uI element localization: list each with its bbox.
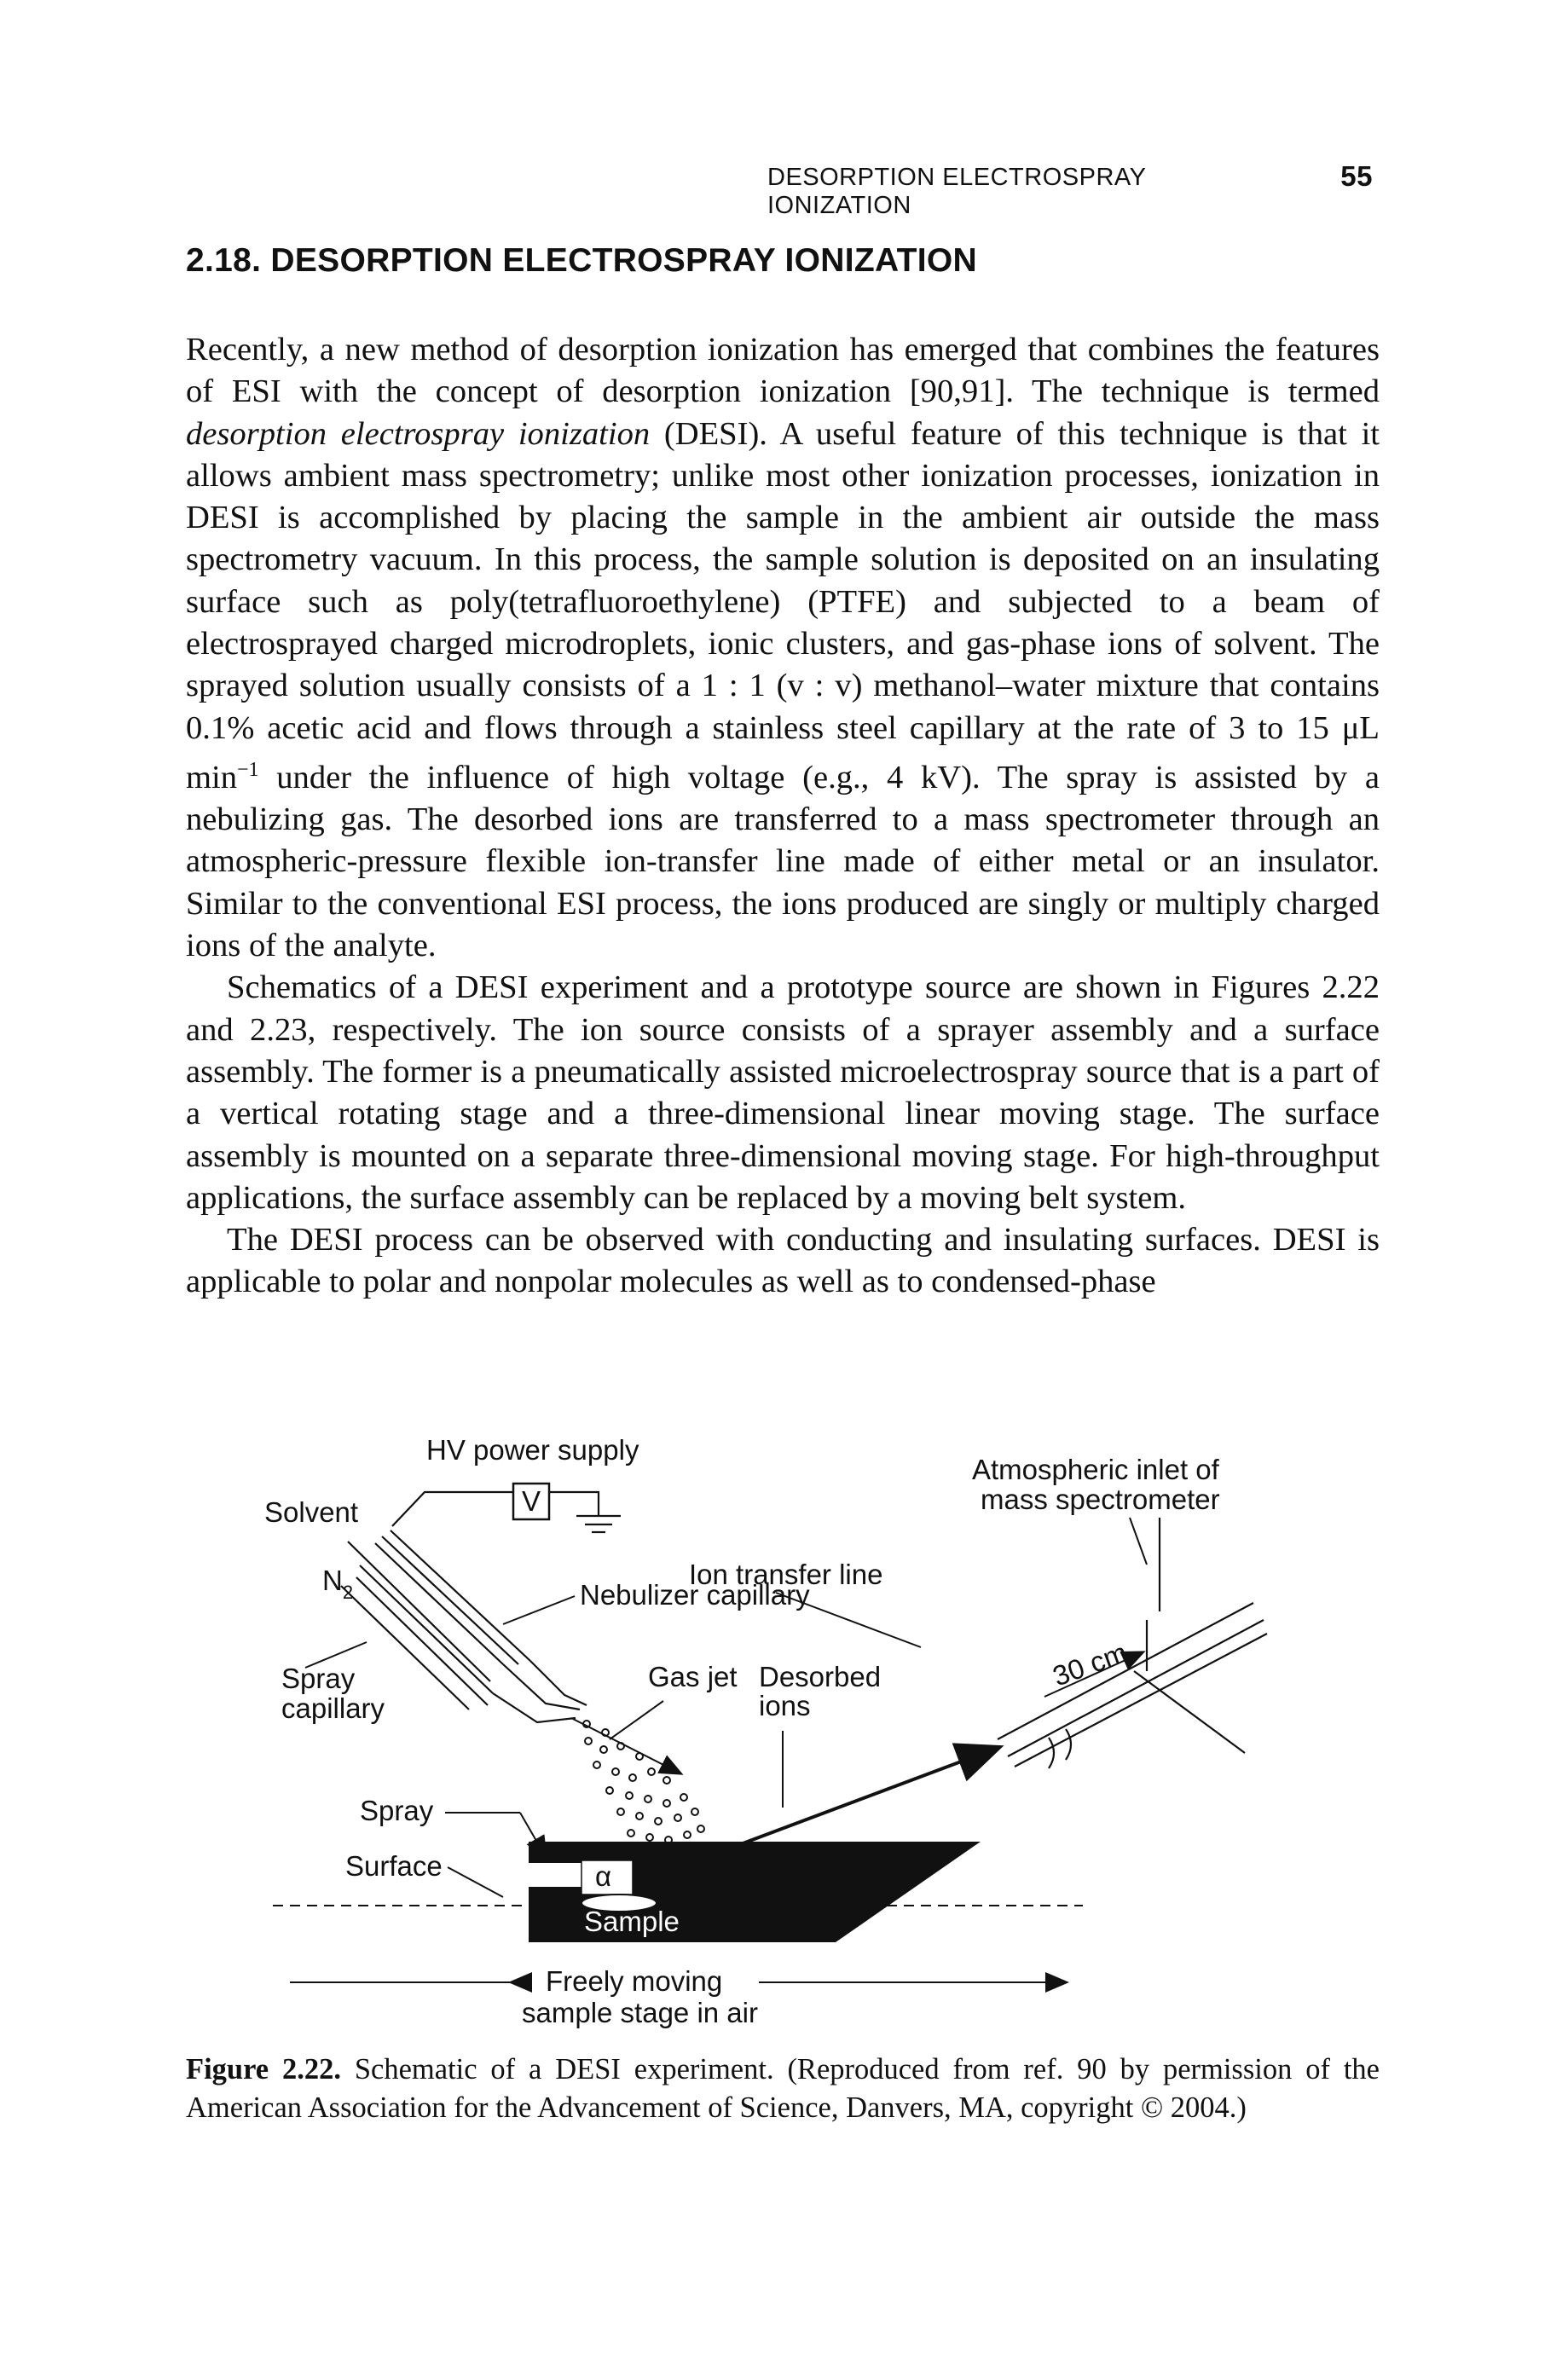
paragraph-1-text-b: (DESI). A useful feature of this techniq… (186, 415, 1380, 795)
surface-pointer (447, 1866, 504, 1898)
capillary-lower-1 (356, 1576, 489, 1706)
nebulizer-capillary-label: Nebulizer capillary (580, 1579, 810, 1611)
paragraph-1-text-c: under the influence of high voltage (e.g… (186, 759, 1380, 964)
alpha-box (581, 1860, 634, 1895)
caption-label: Figure 2.22. (186, 2053, 341, 2085)
page-number: 55 (1340, 160, 1373, 192)
alpha-label: α (595, 1860, 611, 1892)
solvent-inlet-line (347, 1541, 491, 1682)
supply-lead-right (549, 1490, 600, 1516)
paragraph-2: Schematics of a DESI experiment and a pr… (186, 969, 1380, 1216)
figure-caption: Figure 2.22. Schematic of a DESI experim… (186, 2051, 1380, 2127)
sample-spot (581, 1894, 657, 1912)
gas-jet-pointer (609, 1700, 664, 1740)
sample-surface (529, 1842, 981, 1942)
stage-label-line1: Freely moving (546, 1965, 722, 1997)
surface-label: Surface (345, 1850, 443, 1882)
transfer-tube-bottom (1007, 1619, 1264, 1757)
voltage-label: V (522, 1485, 541, 1517)
paragraph-1-italic-term: desorption electrospray ionization (186, 415, 651, 452)
capillary-inner-1 (381, 1536, 519, 1665)
paragraph-1-text-a: Recently, a new method of desorption ion… (186, 332, 1380, 410)
nebulizer-pointer (502, 1595, 576, 1625)
transfer-tube-lower (1014, 1633, 1268, 1767)
supply-lead-left (391, 1490, 513, 1527)
ion-transfer-line-label: Ion transfer line (689, 1559, 882, 1590)
distance-label: 30 cm (1049, 1636, 1131, 1692)
tube-break-2 (1065, 1728, 1073, 1761)
desi-schematic-diagram: HV power supply V Solvent N2 Neb (264, 1434, 1268, 2028)
running-head-title: DESORPTION ELECTROSPRAY IONIZATION (767, 164, 1146, 219)
desorbed-ions-label-line2: ions (759, 1690, 811, 1721)
figure-desi-schematic: HV power supply V Solvent N2 Neb (247, 1415, 1322, 2046)
desorbed-ions-label-line1: Desorbed (759, 1661, 881, 1692)
nozzle-bottom (492, 1692, 576, 1724)
ion-transfer-pointer (775, 1592, 922, 1648)
solvent-label: Solvent (264, 1496, 358, 1528)
spray-capillary-label-line1: Spray (281, 1663, 356, 1694)
capillary-inner-2 (390, 1530, 531, 1662)
caption-text: Schematic of a DESI experiment. (Reprodu… (186, 2053, 1380, 2124)
desorbed-ions-arrow (724, 1743, 1004, 1852)
capillary-outer-bottom (359, 1565, 494, 1694)
inlet-diagonal (1133, 1670, 1246, 1754)
atmospheric-inlet-pointer (1129, 1517, 1148, 1565)
sample-label: Sample (584, 1906, 680, 1937)
body-text: Recently, a new method of desorption ion… (186, 329, 1380, 1304)
nozzle-top (502, 1663, 581, 1711)
capillary-outer-top (374, 1542, 504, 1665)
capillary-lower-2 (340, 1585, 470, 1710)
n2-label: N2 (322, 1565, 353, 1603)
section-heading: 2.18. DESORPTION ELECTROSPRAY IONIZATION (186, 242, 977, 279)
paragraph-1-superscript: −1 (237, 758, 259, 781)
hv-power-supply-label: HV power supply (426, 1434, 639, 1466)
distance-arrow (1044, 1651, 1146, 1698)
running-head: DESORPTION ELECTROSPRAY IONIZATION 55 (767, 160, 1381, 219)
paragraph-1: Recently, a new method of desorption ion… (186, 329, 1380, 967)
voltage-box (512, 1482, 551, 1521)
paragraph-3: The DESI process can be observed with co… (186, 1222, 1380, 1300)
tube-break-1 (1048, 1737, 1056, 1769)
gas-jet-label: Gas jet (648, 1661, 738, 1692)
transfer-tube-top (997, 1602, 1254, 1740)
spray-direction-arrow (570, 1717, 684, 1775)
atmospheric-inlet-label-line2: mass spectrometer (981, 1484, 1220, 1515)
nozzle-inner (529, 1660, 587, 1706)
stage-label-line2: sample stage in air (522, 1997, 758, 2028)
spray-capillary-pointer (304, 1641, 367, 1669)
atmospheric-inlet-label-line1: Atmospheric inlet of (972, 1454, 1220, 1485)
spray-droplets (582, 1720, 705, 1844)
surface-notch (529, 1863, 581, 1887)
spray-capillary-label-line2: capillary (281, 1692, 385, 1724)
spray-label-text: Spray (360, 1795, 434, 1826)
